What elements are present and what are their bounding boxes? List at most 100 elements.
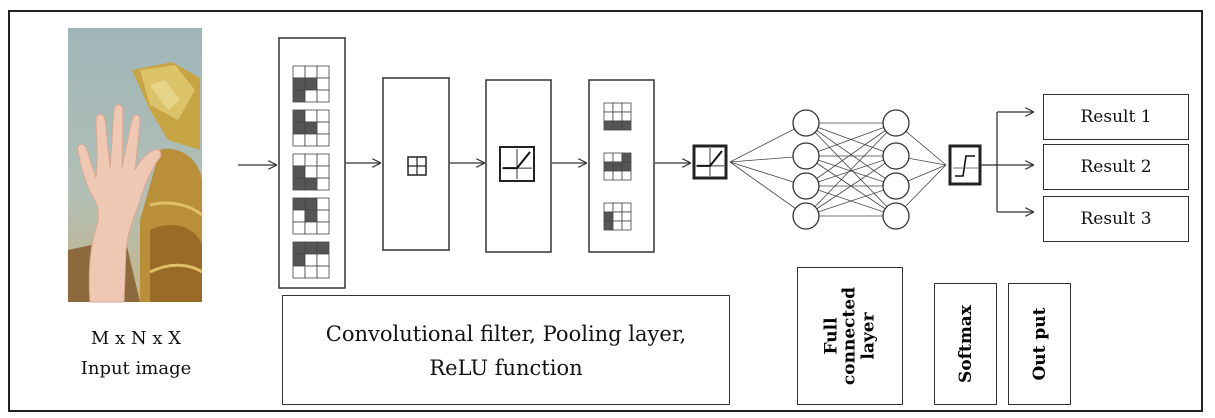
conv2-filter-3 <box>603 202 632 231</box>
conv-filter-3-cell <box>292 165 306 179</box>
conv-filter-2-cell <box>292 133 306 147</box>
conv-filter-1-cell <box>316 77 330 91</box>
conv2-filter-2-cell <box>603 161 614 172</box>
fc-neuron-l2-1 <box>882 109 910 137</box>
conv-filter-1-cell <box>304 89 318 103</box>
relu2-icon-curve <box>697 150 723 167</box>
conv2-filter-3-cell <box>603 202 614 213</box>
output-label-box: Out put <box>1008 283 1071 405</box>
result-box-2: Result 2 <box>1043 144 1189 190</box>
conv-filter-2 <box>292 109 330 147</box>
fc-connection <box>805 185 897 217</box>
conv2-filter-2-cell <box>621 161 632 172</box>
conv2-filter-3-cell <box>612 202 623 213</box>
result-box-3: Result 3 <box>1043 196 1189 242</box>
result-label-2: Result 2 <box>1080 157 1152 177</box>
conv2-filter-1-cell <box>612 102 623 113</box>
input-image <box>68 28 203 303</box>
fc-layer-label: Full connected layer <box>821 287 879 385</box>
fc-input-connection <box>729 161 807 217</box>
relu-icon <box>499 146 535 182</box>
input-dims-label: M x N x X <box>90 328 182 349</box>
fc-connection <box>805 155 897 187</box>
fc-connection <box>805 122 897 187</box>
conv-filter-1-cell <box>292 89 306 103</box>
conv-filter-4-cell <box>292 221 306 235</box>
conv-filter-3-cell <box>292 153 306 167</box>
conv2-filter-3-cell <box>612 211 623 222</box>
conv-filter-5-cell <box>304 241 318 255</box>
softmax-label-box: Softmax <box>934 283 997 405</box>
conv-filter-2-cell <box>304 109 318 123</box>
conv-filter-5-cell <box>304 265 318 279</box>
fc-neuron-l1-4 <box>792 202 820 230</box>
result-label-1: Result 1 <box>1080 107 1152 127</box>
conv-caption-line1: Convolutional filter, Pooling layer, <box>325 322 687 346</box>
fc-connection <box>805 122 897 157</box>
conv2-filter-1-cell <box>603 111 614 122</box>
input-caption: Input image <box>80 358 192 379</box>
conv-filter-5 <box>292 241 330 279</box>
conv-filter-2-cell <box>316 109 330 123</box>
conv-caption-box: Convolutional filter, Pooling layer, ReL… <box>282 295 730 405</box>
conv2-filter-2-cell <box>621 152 632 163</box>
fc-layer-label-box: Full connected layer <box>797 267 903 405</box>
conv2-filter-2-cell <box>612 161 623 172</box>
fc-layer-label-line3: layer <box>858 312 879 360</box>
softmax-icon-curve <box>955 155 975 177</box>
conv2-filter-1 <box>603 102 632 131</box>
conv2-filter-2-cell <box>612 152 623 163</box>
fc-layer-label-line1: Full <box>821 317 842 355</box>
conv-filter-1-cell <box>316 65 330 79</box>
conv2-filter-1-cell <box>603 120 614 131</box>
conv-filter-4-cell <box>292 209 306 223</box>
relu2-icon <box>692 144 728 180</box>
conv-filter-1-cell <box>304 77 318 91</box>
conv-filter-3-cell <box>304 177 318 191</box>
fc-connection <box>805 122 897 217</box>
conv-filter-5-cell <box>316 241 330 255</box>
conv-filter-4-cell <box>304 221 318 235</box>
conv-filter-5-cell <box>316 265 330 279</box>
conv-filter-3-cell <box>304 165 318 179</box>
conv2-filter-1-cell <box>621 102 632 113</box>
result-box-1: Result 1 <box>1043 94 1189 140</box>
conv2-filter-2-cell <box>621 170 632 181</box>
conv-filter-4-cell <box>304 197 318 211</box>
output-label: Out put <box>1029 307 1050 381</box>
conv-filter-5-cell <box>292 253 306 267</box>
conv-filter-4-cell <box>316 209 330 223</box>
conv-filter-3-cell <box>316 177 330 191</box>
conv-filter-1-cell <box>292 77 306 91</box>
conv2-filter-3-cell <box>603 211 614 222</box>
fc-neuron-l2-3 <box>882 172 910 200</box>
conv-filter-4-cell <box>316 221 330 235</box>
conv-filter-4-cell <box>316 197 330 211</box>
result-label-3: Result 3 <box>1080 209 1152 229</box>
conv-filter-5-cell <box>292 241 306 255</box>
fc-neuron-l2-2 <box>882 142 910 170</box>
conv-filter-4-cell <box>292 197 306 211</box>
conv-filter-2-cell <box>316 133 330 147</box>
conv-filter-1-cell <box>292 65 306 79</box>
conv-filter-3-cell <box>316 165 330 179</box>
conv-filter-3-cell <box>316 153 330 167</box>
relu-icon-curve <box>503 151 531 170</box>
conv-filter-2-cell <box>292 121 306 135</box>
conv2-filter-2-cell <box>603 152 614 163</box>
pooling-icon <box>407 156 427 176</box>
conv-filter-4-cell <box>304 209 318 223</box>
conv-filter-1-cell <box>304 65 318 79</box>
softmax-icon <box>948 144 982 186</box>
conv2-filter-2-cell <box>612 170 623 181</box>
fc-neuron-l1-2 <box>792 142 820 170</box>
fc-neuron-l1-1 <box>792 109 820 137</box>
conv-filter-3-cell <box>292 177 306 191</box>
conv2-filter-2-cell <box>603 170 614 181</box>
conv-filter-3 <box>292 153 330 191</box>
conv-filter-5-cell <box>304 253 318 267</box>
conv2-filter-2 <box>603 152 632 181</box>
conv-filter-1-cell <box>316 89 330 103</box>
fc-input-connection <box>729 122 807 163</box>
